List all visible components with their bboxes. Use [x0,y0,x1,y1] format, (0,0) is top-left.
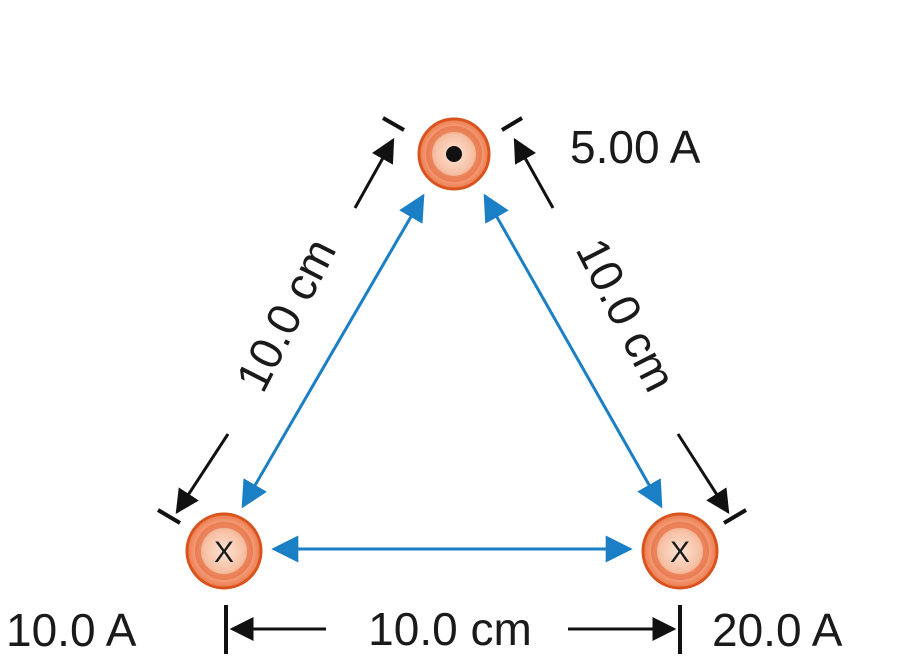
current-label-bottom-left: 10.0 A [6,604,137,656]
current-label-top: 5.00 A [570,121,701,173]
wire-bottom-right: X 20.0 A [641,512,843,656]
wire-bottom-left: X 10.0 A [6,512,263,656]
current-label-bottom-right: 20.0 A [712,604,843,656]
current-into-x-icon: X [670,536,690,569]
wire-top: 5.00 A [417,117,701,191]
distance-label-bottom: 10.0 cm [368,603,532,655]
dimension-left: 10.0 cm [156,116,405,525]
force-arrow-left [241,193,425,509]
dimension-bottom: 10.0 cm [224,603,682,655]
current-into-x-icon: X [214,536,234,569]
force-arrow-right [483,193,663,509]
distance-label-left: 10.0 cm [225,230,346,399]
dimension-right: 10.0 cm [500,116,748,525]
distance-label-right: 10.0 cm [566,230,687,399]
current-out-dot-icon [446,146,462,162]
